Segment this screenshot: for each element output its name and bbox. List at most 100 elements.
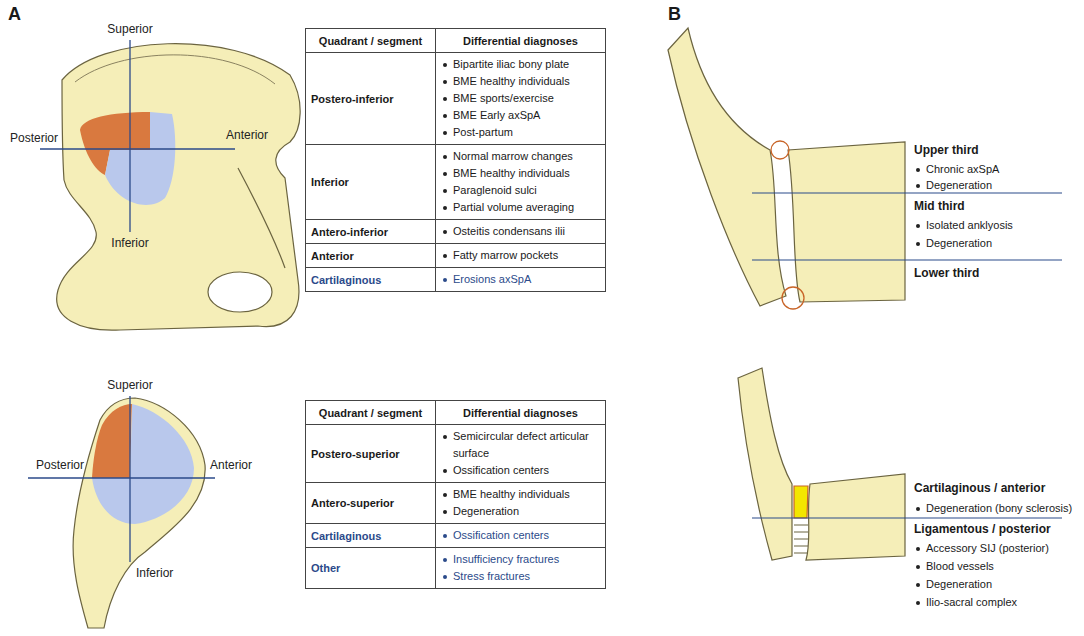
diagnosis-text: Partial volume averaging (453, 201, 574, 213)
diagnosis-text: BME Early axSpA (453, 109, 540, 121)
bullet-dot (916, 583, 920, 587)
diagnosis-text: Stress fractures (453, 570, 530, 582)
label-box: Lower third (914, 266, 979, 280)
axis-line (40, 148, 235, 149)
finding-text: Blood vessels (926, 560, 994, 572)
table-row: Cartilaginous Ossification centers (306, 524, 606, 548)
diagnosis-text: Post-partum (453, 126, 513, 138)
diagnosis-cell: BME healthy individualsDegeneration (436, 483, 606, 524)
arcuate-line (238, 168, 285, 268)
label-box: Posterior (10, 131, 58, 145)
diagnosis-text: BME healthy individuals (453, 488, 570, 500)
bullet-item: Degeneration (bony sclerosis) (914, 500, 1072, 517)
segment-cell: Cartilaginous (306, 524, 436, 548)
segment-name: Postero-inferior (311, 93, 394, 105)
panel-letter: B (668, 4, 681, 24)
diagnosis-text: Fatty marrow pockets (453, 249, 558, 261)
segment-name: Cartilaginous (311, 530, 381, 542)
axis-label: Inferior (136, 566, 173, 580)
axis-line (28, 477, 215, 478)
header-cell: Quadrant / segment (306, 401, 436, 425)
bullet-dot (916, 168, 920, 172)
joint-recess (771, 141, 789, 159)
column-header: Differential diagnoses (463, 407, 578, 419)
finding-text: Degeneration (bony sclerosis) (926, 502, 1072, 514)
bullet-dot (916, 565, 920, 569)
region-heading: Ligamentous / posterior (914, 522, 1051, 536)
diagnosis-text: Insufficiency fractures (453, 553, 559, 565)
bullet-dot (443, 80, 447, 84)
segment-name: Anterior (311, 250, 354, 262)
label-box: B (668, 4, 681, 25)
header-cell: Differential diagnoses (436, 401, 606, 425)
cartilaginous-joint (794, 486, 808, 518)
diagnosis-text: Ossification centers (453, 529, 549, 541)
finding-text: Degeneration (926, 237, 992, 249)
bullet-item: Stress fractures (441, 568, 600, 585)
label-box: Anterior (210, 458, 252, 472)
label-box: Chronic axSpA (914, 161, 999, 178)
diagnosis-text: Paraglenoid sulci (453, 184, 537, 196)
segment-cell: Inferior (306, 145, 436, 220)
bullet-dot (443, 131, 447, 135)
ligament-lines (794, 525, 808, 553)
segment-name: Antero-inferior (311, 226, 388, 238)
diagnosis-table: Quadrant / segment Differential diagnoses… (305, 400, 606, 589)
diagnosis-cell: Bipartite iliac bony plateBME healthy in… (436, 53, 606, 145)
diagnosis-text: BME healthy individuals (453, 167, 570, 179)
bullet-item: Semicircular defect articular surface (441, 428, 600, 462)
finding-text: Degeneration (926, 578, 992, 590)
column-header: Differential diagnoses (463, 35, 578, 47)
bullet-item: Degeneration (914, 576, 992, 593)
bullet-item: Chronic axSpA (914, 161, 999, 178)
finding-text: Ilio-sacral complex (926, 596, 1017, 608)
joint-recess (782, 287, 804, 309)
bullet-item: Ilio-sacral complex (914, 594, 1017, 611)
obturator-foramen (208, 272, 272, 312)
header-cell: Differential diagnoses (436, 29, 606, 53)
bullet-dot (443, 558, 447, 562)
header-row: Quadrant / segment Differential diagnoses (306, 29, 606, 53)
axis-label: Inferior (111, 236, 148, 250)
posterior-region (92, 404, 132, 478)
bullet-dot (916, 184, 920, 188)
bullet-item: Post-partum (441, 124, 600, 141)
column-header: Quadrant / segment (319, 35, 422, 47)
axis-label: Posterior (10, 131, 58, 145)
label-box: Inferior (111, 236, 148, 250)
diagnosis-text: Bipartite iliac bony plate (453, 58, 569, 70)
label-box: Cartilaginous / anterior (914, 481, 1045, 495)
label-box: Anterior (226, 128, 268, 142)
diagnosis-table: Quadrant / segment Differential diagnoses… (305, 28, 606, 292)
panel-letter: A (8, 4, 21, 24)
label-box: Superior (107, 22, 152, 36)
bullet-item: Osteitis condensans ilii (441, 223, 600, 240)
segment-cell: Postero-superior (306, 425, 436, 483)
divider-line (752, 259, 1062, 260)
label-box: Degeneration (914, 576, 992, 593)
label-box: Blood vessels (914, 558, 994, 575)
table-row: Postero-inferior Bipartite iliac bony pla… (306, 53, 606, 145)
bullet-dot (916, 507, 920, 511)
ligament-line (794, 539, 808, 540)
segment-cell: Antero-superior (306, 483, 436, 524)
table-row: Antero-superiorBME healthy individualsDe… (306, 483, 606, 524)
ligament-line (794, 546, 808, 547)
label-box: Mid third (914, 199, 965, 213)
bullet-dot (443, 493, 447, 497)
divider-line (752, 517, 1062, 518)
diagnosis-text: Normal marrow changes (453, 150, 573, 162)
bullet-dot (916, 242, 920, 246)
bullet-dot (443, 172, 447, 176)
table-row: Postero-superiorSemicircular defect arti… (306, 425, 606, 483)
ilium-bone (668, 28, 786, 306)
axis-label: Superior (107, 22, 152, 36)
axis-line (129, 396, 130, 562)
ilium-bone (738, 368, 792, 560)
region-heading: Mid third (914, 199, 965, 213)
bullet-dot (443, 189, 447, 193)
diagnosis-cell: Insufficiency fracturesStress fractures (436, 548, 606, 589)
label-box: Posterior (36, 458, 84, 472)
label-box: Inferior (136, 566, 173, 580)
